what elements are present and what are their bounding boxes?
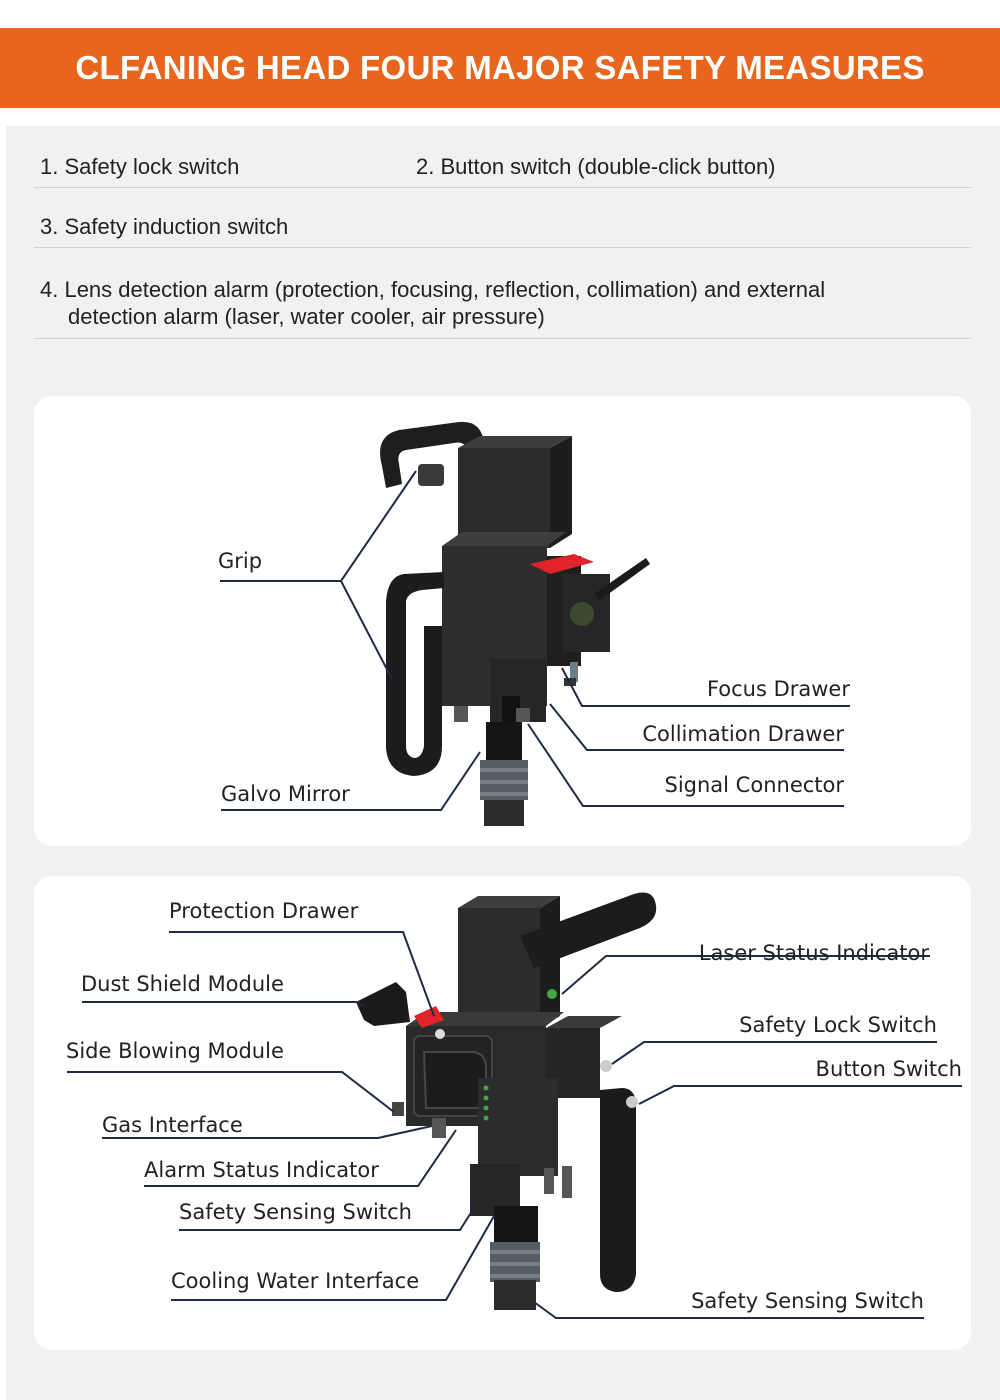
measure-item-4: 4. Lens detection alarm (protection, foc…	[40, 277, 826, 302]
label-side-blowing-module: Side Blowing Module	[66, 1039, 284, 1063]
divider	[34, 187, 971, 188]
panel-edge	[0, 126, 6, 1400]
label-button-switch: Button Switch	[816, 1057, 962, 1081]
label-protection-drawer: Protection Drawer	[169, 899, 359, 923]
cleaning-head-diagram-rear: Protection Drawer Dust Shield Module Sid…	[66, 892, 962, 1319]
label-safety-lock-switch: Safety Lock Switch	[739, 1013, 937, 1037]
label-signal-connector: Signal Connector	[665, 773, 845, 797]
cleaning-head-illustration	[380, 421, 650, 826]
label-grip: Grip	[218, 549, 262, 573]
leader-lines	[220, 470, 850, 811]
label-collimation-drawer: Collimation Drawer	[642, 722, 844, 746]
leader-lines	[67, 931, 962, 1319]
measure-item-3: 3. Safety induction switch	[40, 214, 289, 239]
diagram1-labels: Grip Focus Drawer Collimation Drawer Sig…	[218, 549, 850, 806]
label-focus-drawer: Focus Drawer	[707, 677, 850, 701]
page-title: CLFANING HEAD FOUR MAJOR SAFETY MEASURES	[75, 49, 925, 86]
divider	[34, 247, 971, 248]
label-gas-interface: Gas Interface	[102, 1113, 243, 1137]
label-safety-sensing-switch-right: Safety Sensing Switch	[691, 1289, 924, 1313]
label-dust-shield-module: Dust Shield Module	[81, 972, 284, 996]
header-banner: CLFANING HEAD FOUR MAJOR SAFETY MEASURES	[0, 28, 1000, 108]
measure-item-2: 2. Button switch (double-click button)	[416, 154, 776, 179]
measure-item-1: 1. Safety lock switch	[40, 154, 240, 179]
cleaning-head-diagram-front: Grip Focus Drawer Collimation Drawer Sig…	[218, 421, 850, 826]
label-cooling-water-interface: Cooling Water Interface	[171, 1269, 419, 1293]
label-safety-sensing-switch-left: Safety Sensing Switch	[179, 1200, 412, 1224]
label-galvo-mirror: Galvo Mirror	[221, 782, 350, 806]
diagram2-labels: Protection Drawer Dust Shield Module Sid…	[66, 899, 962, 1313]
measure-item-4-continued: detection alarm (laser, water cooler, ai…	[68, 304, 545, 329]
label-alarm-status-indicator: Alarm Status Indicator	[144, 1158, 379, 1182]
divider	[34, 338, 971, 339]
cleaning-head-illustration	[356, 892, 657, 1310]
label-laser-status-indicator: Laser Status Indicator	[699, 941, 929, 965]
